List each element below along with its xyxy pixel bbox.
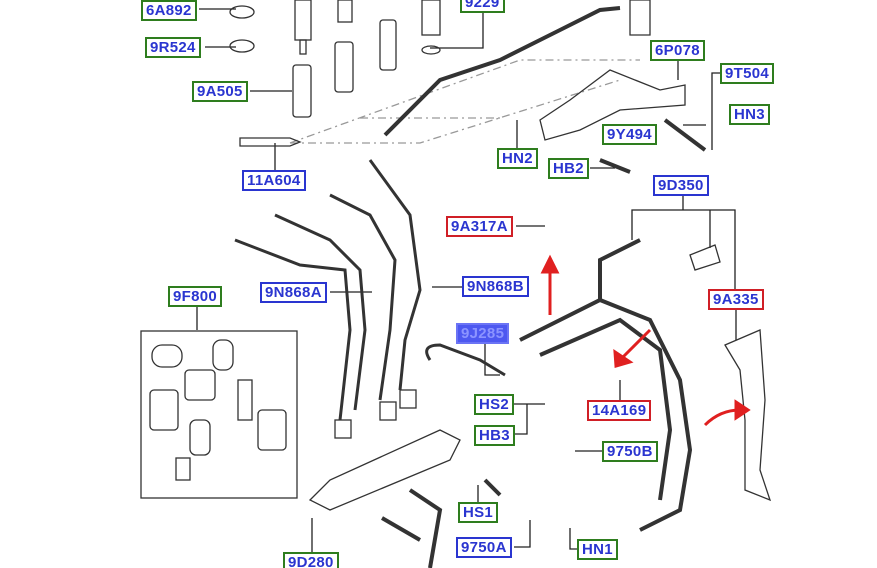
callout-9D280[interactable]: 9D280: [283, 552, 339, 568]
callout-6A892[interactable]: 6A892: [141, 0, 197, 21]
hoses: [408, 238, 693, 568]
kit-parts: [149, 339, 287, 481]
injectors: [229, 0, 441, 118]
callout-HN2[interactable]: HN2: [497, 148, 538, 169]
indicator-arrows: [540, 254, 751, 427]
fuel-pipes: [234, 159, 506, 421]
callout-HN3[interactable]: HN3: [729, 104, 770, 125]
callout-9A335[interactable]: 9A335: [708, 289, 764, 310]
callout-HN1[interactable]: HN1: [577, 539, 618, 560]
callout-9J285[interactable]: 9J285: [456, 323, 510, 344]
callout-14A169[interactable]: 14A169: [587, 400, 652, 421]
callout-9N868B[interactable]: 9N868B: [462, 276, 529, 297]
callout-9750B[interactable]: 9750B: [602, 441, 658, 462]
dashed-alignment: [289, 59, 640, 144]
callout-HS1[interactable]: HS1: [458, 502, 499, 523]
callout-9D350[interactable]: 9D350: [653, 175, 709, 196]
callout-9F800[interactable]: 9F800: [168, 286, 223, 307]
return-pipe: [383, 6, 621, 137]
callout-HB2[interactable]: HB2: [548, 158, 589, 179]
fuel-rail: [308, 389, 502, 542]
callout-9N868A[interactable]: 9N868A: [260, 282, 327, 303]
kit-box: [140, 330, 298, 499]
sensor: [689, 244, 721, 271]
callout-9750A[interactable]: 9750A: [456, 537, 512, 558]
callout-9R524[interactable]: 9R524: [145, 37, 201, 58]
callout-11A604[interactable]: 11A604: [242, 170, 306, 191]
callout-9T504[interactable]: 9T504: [720, 63, 775, 84]
callout-9A317A[interactable]: 9A317A: [446, 216, 513, 237]
callout-9A505[interactable]: 9A505: [192, 81, 248, 102]
leader-lines: [196, 8, 748, 553]
callout-HB3[interactable]: HB3: [474, 425, 515, 446]
bracket: [539, 69, 686, 141]
harness: [724, 329, 772, 502]
glow-plug: [239, 137, 302, 147]
callout-HS2[interactable]: HS2: [474, 394, 515, 415]
callout-9Y494[interactable]: 9Y494: [602, 124, 657, 145]
callout-9229[interactable]: 9229: [460, 0, 505, 13]
callout-6P078[interactable]: 6P078: [650, 40, 705, 61]
